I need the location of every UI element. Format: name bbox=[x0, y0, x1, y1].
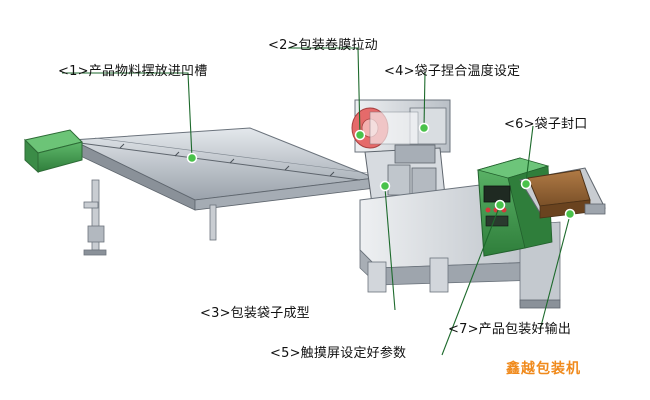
infeed-conveyor bbox=[70, 127, 376, 211]
marker-6 bbox=[520, 178, 532, 190]
leader-lines bbox=[62, 47, 571, 356]
marker-7 bbox=[564, 208, 576, 220]
outfeed-conveyor bbox=[519, 167, 606, 219]
callout-markers bbox=[186, 122, 576, 220]
callout-label-6: <6>袋子封口 bbox=[504, 117, 588, 132]
marker-3 bbox=[379, 180, 391, 192]
infeed-legs bbox=[83, 179, 217, 256]
film-roll-unit bbox=[351, 99, 451, 153]
marker-5 bbox=[494, 199, 506, 211]
callout-label-7: <7>产品包装好输出 bbox=[448, 322, 572, 337]
callout-label-2: <2>包装卷膜拉动 bbox=[268, 38, 378, 53]
callout-label-1: <1>产品物料摆放进凹槽 bbox=[58, 64, 208, 79]
brand-watermark: 鑫越包装机 bbox=[506, 361, 581, 377]
callout-label-3: <3>包装袋子成型 bbox=[200, 306, 310, 321]
marker-1 bbox=[186, 152, 198, 164]
callout-label-5: <5>触摸屏设定好参数 bbox=[270, 346, 407, 361]
marker-4 bbox=[418, 122, 430, 134]
callout-label-4: <4>袋子捏合温度设定 bbox=[384, 64, 521, 79]
infeed-end-cap bbox=[24, 129, 83, 174]
marker-2 bbox=[354, 129, 366, 141]
